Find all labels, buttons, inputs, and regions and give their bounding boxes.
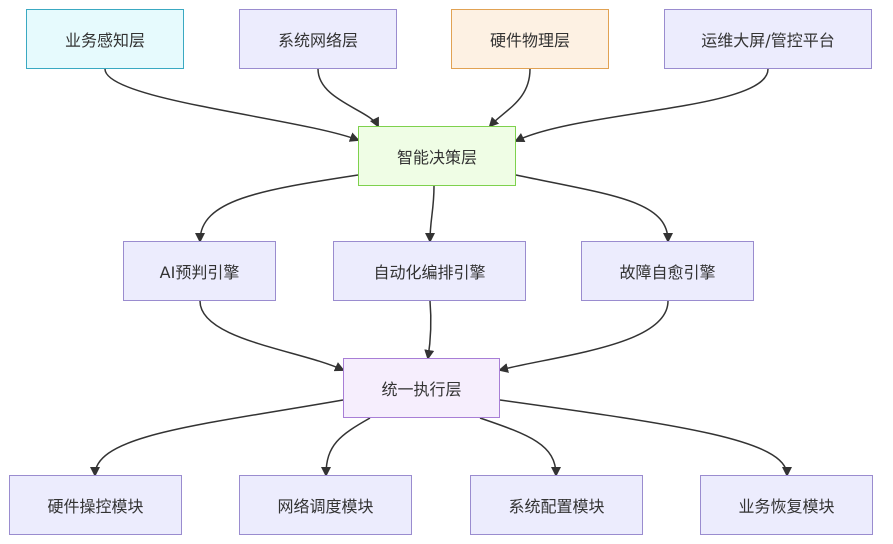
edge-hw-physical-to-smart-decision [488, 68, 531, 128]
edge-unified-exec-to-biz-recovery [499, 399, 792, 477]
edge-smart-decision-to-self-heal [515, 174, 673, 243]
edge-smart-decision-to-ai-predict [195, 174, 359, 243]
node-unified-exec: 统一执行层 [343, 358, 500, 418]
node-biz-recovery: 业务恢复模块 [700, 475, 873, 535]
edge-ai-predict-to-unified-exec [199, 300, 345, 372]
node-auto-orchestrate: 自动化编排引擎 [333, 241, 526, 301]
node-label: 系统网络层 [277, 31, 358, 50]
node-label: 系统配置模块 [508, 497, 605, 516]
edge-biz-perception-to-smart-decision [104, 68, 360, 142]
node-net-schedule: 网络调度模块 [239, 475, 412, 535]
node-label: 业务感知层 [64, 31, 145, 50]
edge-unified-exec-to-sys-config [479, 417, 561, 477]
node-ops-screen: 运维大屏/管控平台 [664, 9, 872, 69]
node-label: 运维大屏/管控平台 [701, 31, 835, 50]
edge-self-heal-to-unified-exec [498, 300, 669, 373]
edge-smart-decision-to-auto-orchestrate [425, 185, 436, 243]
node-label: 故障自愈引擎 [619, 263, 716, 282]
node-label: 硬件操控模块 [47, 497, 144, 516]
node-hw-control: 硬件操控模块 [9, 475, 182, 535]
node-self-heal: 故障自愈引擎 [581, 241, 754, 301]
node-label: 自动化编排引擎 [373, 263, 486, 282]
node-sys-config: 系统配置模块 [470, 475, 643, 535]
node-label: 业务恢复模块 [738, 497, 835, 516]
node-label: 智能决策层 [396, 148, 477, 167]
node-ai-predict: AI预判引擎 [123, 241, 276, 301]
node-hw-physical: 硬件物理层 [451, 9, 609, 69]
edge-ops-screen-to-smart-decision [514, 68, 769, 143]
node-sys-network: 系统网络层 [239, 9, 397, 69]
node-label: 网络调度模块 [277, 497, 374, 516]
node-label: AI预判引擎 [159, 263, 240, 282]
node-biz-perception: 业务感知层 [26, 9, 184, 69]
node-smart-decision: 智能决策层 [358, 126, 516, 186]
edge-sys-network-to-smart-decision [317, 68, 379, 128]
node-label: 统一执行层 [381, 380, 462, 399]
edge-unified-exec-to-hw-control [90, 399, 344, 477]
node-label: 硬件物理层 [489, 31, 570, 50]
edge-unified-exec-to-net-schedule [321, 417, 371, 477]
edge-auto-orchestrate-to-unified-exec [424, 300, 435, 360]
